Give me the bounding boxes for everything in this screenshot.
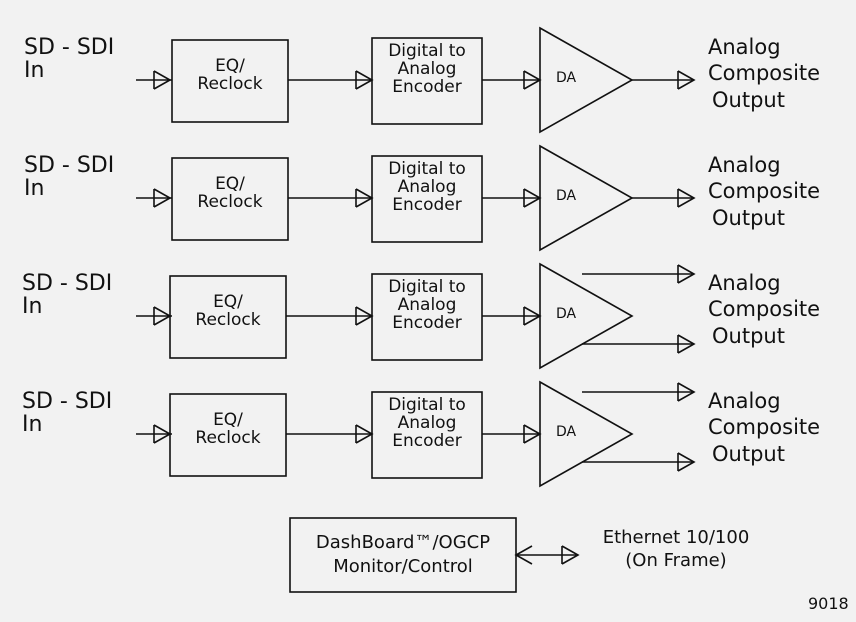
channel-2-input-label-line1: SD - SDI: [24, 153, 115, 178]
channel-3-da-label: DA: [556, 306, 577, 322]
channel-1-output-label-line3: Output: [712, 87, 785, 112]
channel-4-da-amplifier: [539, 380, 634, 488]
channel-2-da-label: DA: [556, 188, 577, 204]
channel-1-da-label: DA: [556, 70, 577, 86]
channel-2-output-label-line3: Output: [712, 205, 785, 230]
channel-2-output-label-line1: Analog: [708, 153, 781, 177]
channel-4-output-label-line1: Analog: [708, 389, 781, 413]
ethernet-label-line2: (On Frame): [625, 550, 727, 572]
dashboard-control-label-line1: DashBoard™/OGCP: [315, 532, 491, 553]
channel-2-encoder-label-line2: Analog: [397, 176, 457, 197]
channel-4-encoder-label-line3: Encoder: [392, 430, 462, 451]
dashboard-control-label: DashBoard™/OGCP Monitor/Control: [290, 531, 516, 580]
channel-4-input-label-line2: In: [22, 412, 43, 438]
channel-3-output-arrow-a: [677, 264, 696, 284]
channel-4-output-label-line3: Output: [712, 441, 785, 466]
channel-1-encoder-box: [371, 37, 483, 125]
channel-1-encoder-label-line2: Analog: [397, 58, 457, 79]
channel-3-da-amplifier: [539, 262, 634, 370]
channel-3-output-label-line2: Composite: [708, 297, 821, 322]
channel-2-eq-reclock-label: EQ/Reclock: [172, 174, 288, 212]
channel-3-input-label-line1: SD - SDI: [22, 271, 113, 296]
channel-4-output-arrow-b: [677, 452, 696, 472]
channel-1-input-arrow: [153, 70, 172, 90]
channel-2-eq-reclock-box: [171, 157, 289, 241]
channel-2-output-label-line2: Composite: [708, 179, 821, 204]
channel-1-eq-reclock-label-line1: EQ/: [215, 56, 245, 76]
channel-4-input-label-line1: SD - SDI: [22, 389, 113, 414]
ethernet-label: Ethernet 10/100(On Frame): [586, 526, 766, 573]
channel-1-input-label-line1: SD - SDI: [24, 35, 115, 60]
channel-4-encoder-label-line1: Digital to: [388, 395, 466, 415]
channel-4-encoder-box: [371, 391, 483, 479]
channel-3-output-arrow-b: [677, 334, 696, 354]
channel-1-input-label-line2: In: [24, 58, 45, 84]
channel-3-encoder-label-line3: Encoder: [392, 312, 462, 333]
channel-2-input-arrow: [153, 188, 172, 208]
channel-4-da-label: DA: [556, 424, 577, 440]
channel-1-eq-reclock-label-line2: Reclock: [197, 73, 263, 94]
channel-3-encoder-label-line1: Digital to: [388, 277, 466, 297]
figure-number: 9018: [808, 594, 849, 613]
channel-2-encoder-label-line1: Digital to: [388, 159, 466, 179]
channel-4-output-label-line2: Composite: [708, 415, 821, 440]
channel-1-output-label-line2: Composite: [708, 61, 821, 86]
channel-4-eq-reclock-box: [169, 393, 287, 477]
channel-1-encoder-label-line1: Digital to: [388, 41, 466, 61]
ethernet-link-arrow-right: [561, 545, 580, 565]
channel-4-eq-reclock-label: EQ/Reclock: [170, 410, 286, 448]
channel-1-output-label-line1: Analog: [708, 35, 781, 59]
channel-1-encoder-label-line3: Encoder: [392, 76, 462, 97]
channel-1-eq-reclock-box: [171, 39, 289, 123]
channel-3-output-label-line3: Output: [712, 323, 785, 348]
channel-4-eq-reclock-label-line1: EQ/: [213, 410, 243, 430]
channel-1-eq-reclock-label: EQ/Reclock: [172, 56, 288, 94]
channel-3-output-label-line1: Analog: [708, 271, 781, 295]
channel-3-eq-reclock-label: EQ/Reclock: [170, 292, 286, 330]
channel-3-eq-reclock-box: [169, 275, 287, 359]
channel-3-encoder-label-line2: Analog: [397, 294, 457, 315]
channel-3-eq-reclock-label-line1: EQ/: [213, 292, 243, 312]
channel-2-eq-reclock-label-line2: Reclock: [197, 191, 263, 212]
channel-3-encoder-box: [371, 273, 483, 361]
channel-2-input-label-line2: In: [24, 176, 45, 202]
channel-2-output-arrow: [677, 188, 696, 208]
channel-1-da-amplifier: [539, 26, 634, 134]
ethernet-label-line1: Ethernet 10/100: [602, 527, 750, 548]
channel-1-output-arrow: [677, 70, 696, 90]
channel-4-output-arrow-a: [677, 382, 696, 402]
channel-2-eq-reclock-label-line1: EQ/: [215, 174, 245, 194]
channel-3-eq-reclock-label-line2: Reclock: [195, 309, 261, 330]
channel-2-encoder-label-line3: Encoder: [392, 194, 462, 215]
channel-2-encoder-box: [371, 155, 483, 243]
channel-4-encoder-label-line2: Analog: [397, 412, 457, 433]
dashboard-control-label-line2: Monitor/Control: [333, 556, 473, 578]
channel-3-input-label-line2: In: [22, 294, 43, 320]
ethernet-link-arrow-left: [514, 545, 533, 565]
channel-2-da-amplifier: [539, 144, 634, 252]
channel-4-eq-reclock-label-line2: Reclock: [195, 427, 261, 448]
